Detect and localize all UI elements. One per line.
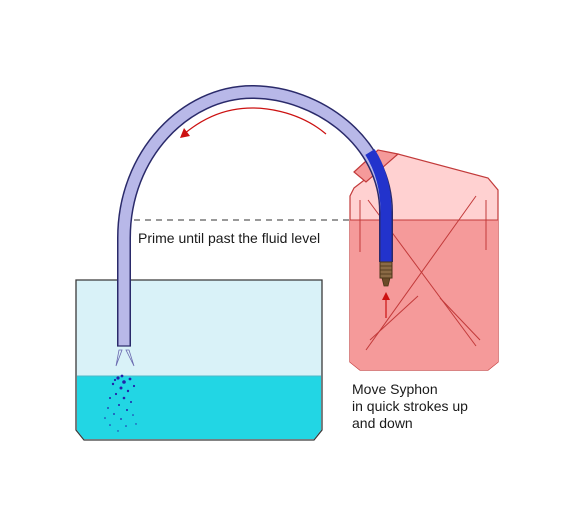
tank-liquid bbox=[77, 376, 321, 439]
move-instruction-line-1: Move Syphon bbox=[352, 381, 438, 397]
flow-direction-arrow-icon bbox=[180, 107, 327, 138]
up-arrow-icon bbox=[382, 292, 390, 318]
move-instruction-line-2: in quick strokes up bbox=[352, 398, 468, 414]
siphon-hose bbox=[117, 84, 393, 347]
jerry-can bbox=[349, 149, 499, 371]
jerry-can-fluid bbox=[350, 220, 498, 370]
hose-primed-section bbox=[365, 149, 392, 262]
move-instruction-line-3: and down bbox=[352, 415, 413, 431]
move-syphon-instruction: Move Syphon in quick strokes up and down bbox=[352, 381, 468, 432]
spray-icon bbox=[104, 349, 137, 432]
prime-instruction-label: Prime until past the fluid level bbox=[138, 230, 321, 246]
syphon-pump bbox=[379, 261, 393, 287]
pump-tip bbox=[381, 277, 391, 287]
receiving-tank bbox=[75, 279, 323, 441]
